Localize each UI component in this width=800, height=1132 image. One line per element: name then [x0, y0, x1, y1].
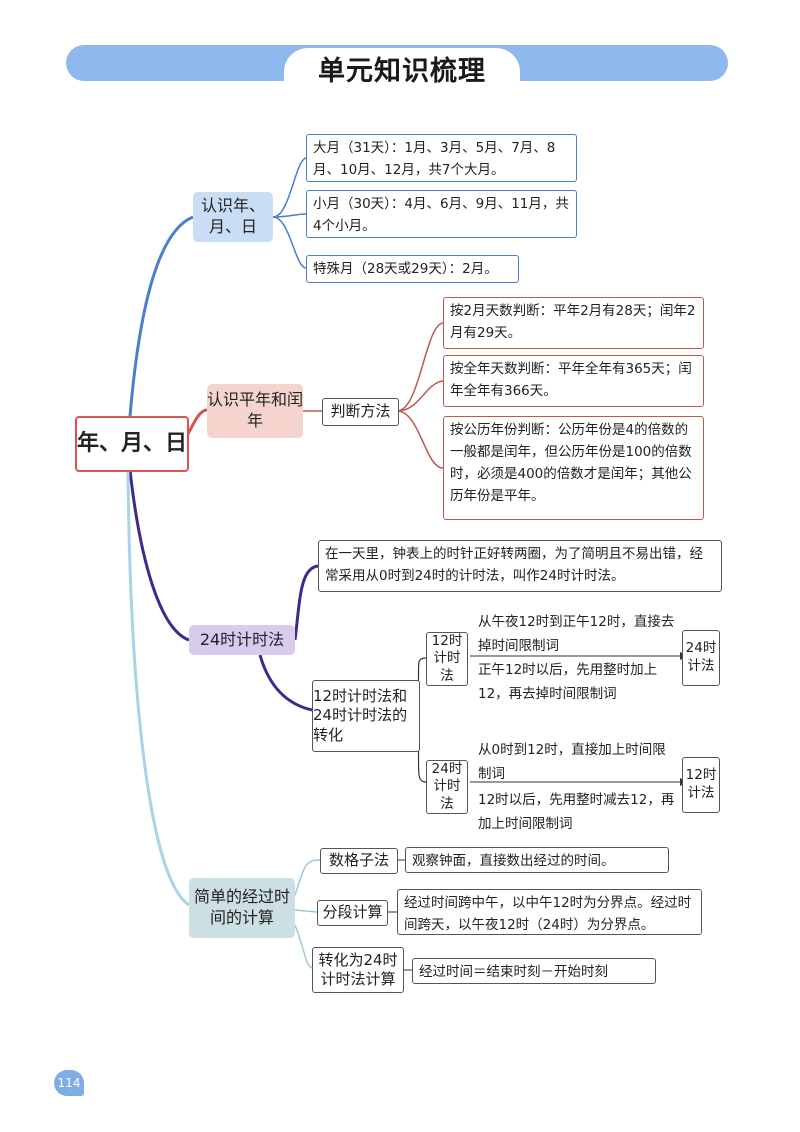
branch-24h-clock: 24时计时法 [189, 625, 295, 655]
segment-method: 分段计算 [317, 900, 388, 926]
branch-recognize-ymd: 认识年、月、日 [193, 192, 273, 242]
from12-rule2: 正午12时以后，先用整时加上12，再去掉时间限制词 [478, 662, 658, 702]
convert-24h-desc: 经过时间＝结束时刻－开始时刻 [412, 958, 656, 984]
small-month-box: 小月（30天）：4月、6月、9月、11月，共4个小月。 [306, 190, 577, 238]
judge-method-node: 判断方法 [322, 398, 399, 426]
count-grid-desc: 观察钟面，直接数出经过的时间。 [405, 847, 669, 873]
from12-rule1: 从午夜12时到正午12时，直接去掉时间限制词 [478, 614, 675, 654]
leap-rule-days-box: 按全年天数判断：平年全年有365天；闰年全年有366天。 [443, 355, 704, 407]
from12-node: 12时计时法 [426, 632, 468, 686]
branch-elapsed-time: 简单的经过时间的计算 [189, 878, 295, 938]
count-grid-method: 数格子法 [320, 848, 398, 874]
from24-node: 24时计时法 [426, 760, 468, 814]
segment-desc: 经过时间跨中午，以中午12时为分界点。经过时间跨天，以午夜12时（24时）为分界… [397, 889, 702, 935]
leap-rule-feb-box: 按2月天数判断：平年2月有28天；闰年2月有29天。 [443, 297, 704, 349]
conversion-node: 12时计时法和24时计时法的转化 [312, 680, 420, 752]
from24-rule1: 从0时到12时，直接加上时间限制词 [478, 742, 666, 782]
from24-target: 12时计法 [682, 757, 720, 813]
24h-definition-box: 在一天里，钟表上的时针正好转两圈，为了简明且不易出错，经常采用从0时到24时的计… [318, 540, 722, 592]
from24-rule2: 12时以后，先用整时减去12，再加上时间限制词 [478, 792, 675, 832]
leap-rule-year-box: 按公历年份判断：公历年份是4的倍数的一般都是闰年，但公历年份是100的倍数时，必… [443, 416, 704, 520]
special-month-box: 特殊月（28天或29天）：2月。 [306, 255, 519, 283]
big-month-box: 大月（31天）：1月、3月、5月、7月、8月、10月、12月，共7个大月。 [306, 134, 577, 182]
page-number: 114 [54, 1070, 84, 1096]
page-title: 单元知识梳理 [284, 48, 520, 96]
from12-target: 24时计法 [682, 630, 720, 686]
convert-24h-method: 转化为24时计时法计算 [312, 947, 404, 993]
branch-leap-year: 认识平年和闰年 [207, 384, 303, 438]
root-node: 年、月、日 [75, 416, 189, 472]
